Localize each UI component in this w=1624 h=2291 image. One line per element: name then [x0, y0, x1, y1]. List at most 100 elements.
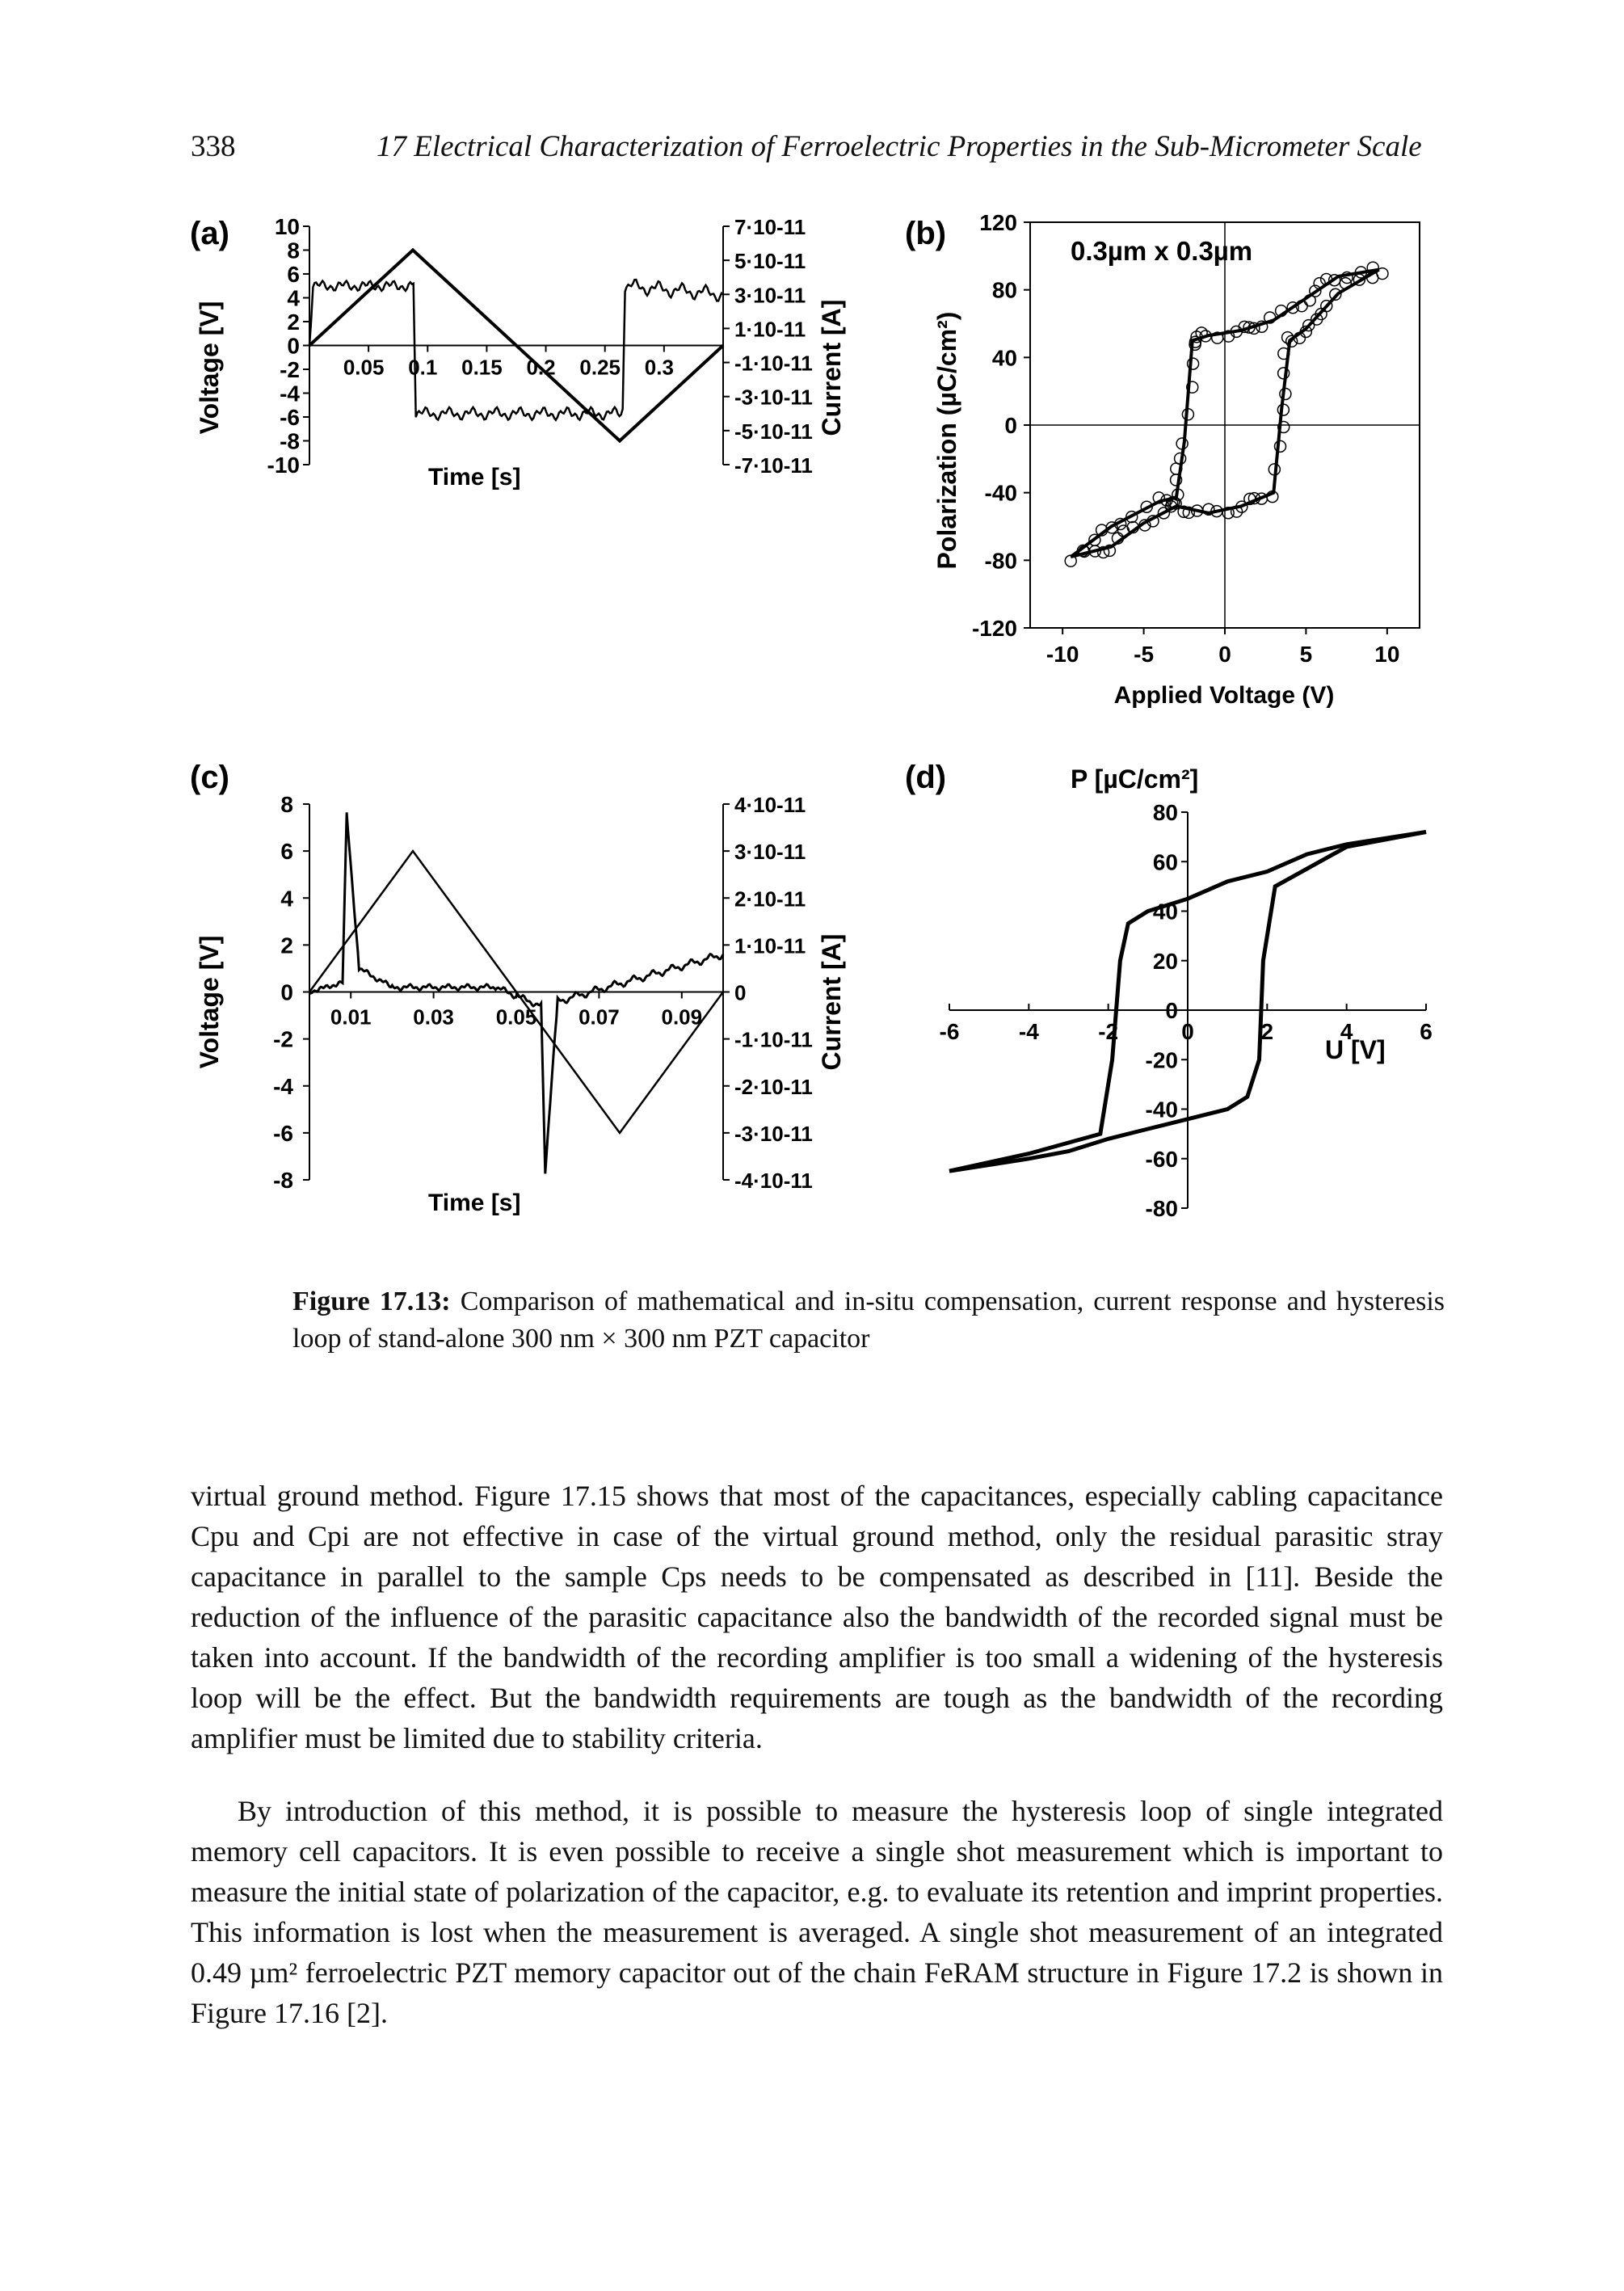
- panel-b-data-point: [1274, 304, 1288, 318]
- panel-b-x-tick-label: -10: [1046, 642, 1079, 667]
- panel-a-x-tick-label: 0.05: [343, 356, 385, 380]
- panel-a-ylabel-right: Current [A]: [817, 300, 846, 436]
- panel-c-x-tick-label: 0.01: [330, 1005, 372, 1030]
- panel-c-right-tick-label: 3·10-11: [734, 840, 806, 864]
- panel-b-label: (b): [905, 216, 946, 251]
- panel-c-right-tick-label: -2·10-11: [734, 1075, 813, 1099]
- panel-b-data-point: [1247, 322, 1260, 335]
- panel-b-data-point: [1189, 335, 1202, 348]
- panel-b-data-point: [1277, 347, 1290, 360]
- panel-b-x-tick-label: 0: [1218, 642, 1231, 667]
- panel-b-data-point: [1138, 519, 1151, 532]
- panel-a-right-tick-label: -1·10-11: [734, 352, 813, 376]
- panel-b-data-point: [1309, 284, 1322, 297]
- panel-d-xlabel: U [V]: [1325, 1035, 1386, 1064]
- panel-b-data-point: [1319, 272, 1333, 286]
- panel-b-data-point: [1263, 311, 1277, 324]
- panel-c-left-tick-label: 2: [280, 933, 293, 958]
- panel-c-right-tick-label: 4·10-11: [734, 793, 806, 817]
- panel-b-data-point: [1310, 313, 1323, 326]
- panel-b-data-point: [1190, 504, 1204, 517]
- panel-c-label: (c): [190, 760, 229, 795]
- panel-b-data-point: [1111, 532, 1125, 545]
- panel-b-data-point: [1230, 505, 1243, 518]
- panel-b-y-tick-label: 0: [1004, 413, 1017, 438]
- panel-c-right-ticks: 4·10-113·10-112·10-111·10-110-1·10-11-2·…: [723, 793, 813, 1193]
- panel-c-left-tick-label: -6: [273, 1121, 293, 1146]
- panel-d-ylabel: P [µC/cm²]: [1071, 764, 1198, 794]
- panel-b-data-point: [1186, 357, 1200, 370]
- panel-b-series: [1064, 261, 1389, 567]
- panel-a-current-line: [308, 278, 724, 422]
- panel-a-left-tick-label: -4: [280, 381, 300, 406]
- panel-b-x-tick-label: -5: [1134, 642, 1154, 667]
- panel-a-right-tick-label: 1·10-11: [734, 317, 806, 341]
- panel-b-data-point: [1113, 517, 1127, 531]
- panel-b-data-point: [1105, 521, 1118, 534]
- panel-b-title: 0.3µm x 0.3µm: [1071, 236, 1252, 266]
- panel-a-right-tick-label: -7·10-11: [734, 453, 813, 478]
- panel-b-data-point: [1329, 288, 1342, 301]
- panel-c-xlabel: Time [s]: [428, 1190, 520, 1216]
- panel-c-right-tick-label: -4·10-11: [734, 1169, 813, 1193]
- panel-a-left-tick-label: 4: [287, 286, 300, 311]
- panel-a-x-tick-label: 0.25: [579, 356, 621, 380]
- panel-c-left-tick-label: 6: [280, 839, 293, 864]
- panel-a-left-tick-label: -6: [280, 405, 300, 430]
- panel-c-right-tick-label: 1·10-11: [734, 933, 806, 958]
- panel-b-y-tick-label: 40: [992, 345, 1017, 370]
- panel-c-left-tick-label: -8: [273, 1168, 293, 1193]
- caption-text: Comparison of mathematical and in-situ c…: [292, 1287, 1445, 1354]
- panel-c-x-tick-label: 0.09: [661, 1005, 702, 1030]
- panel-b-data-point: [1277, 403, 1290, 416]
- panel-a-right-tick-label: 3·10-11: [734, 283, 806, 307]
- panel-b-data-point: [1302, 318, 1315, 332]
- panel-c-left-tick-label: 4: [280, 886, 293, 911]
- panel-b-data-point: [1277, 367, 1290, 380]
- panel-b-axes: [1029, 221, 1420, 629]
- panel-b-data-point: [1238, 320, 1252, 334]
- panel-c-x-tick-label: 0.05: [496, 1005, 537, 1030]
- panel-b-data-point: [1339, 276, 1353, 290]
- panel-b-y-tick-label: -40: [985, 481, 1017, 506]
- panel-d-y-tick-label: -80: [1146, 1196, 1178, 1221]
- panel-b-data-point: [1195, 326, 1208, 339]
- panel-d-y-tick-label: -40: [1146, 1097, 1178, 1122]
- panel-d-y-tick-label: -60: [1146, 1147, 1178, 1172]
- panel-b-data-point: [1096, 545, 1110, 559]
- panel-b-data-point: [1268, 463, 1281, 476]
- panel-b-data-point: [1313, 276, 1326, 290]
- panel-a-right-tick-label: 5·10-11: [734, 249, 806, 273]
- body-paragraph-1: virtual ground method. Figure 17.15 show…: [191, 1480, 1443, 1754]
- panel-b-ylabel: Polarization (µC/cm²): [932, 312, 961, 570]
- panel-d-y-tick-label: 80: [1153, 800, 1178, 825]
- panel-b-y-tick-label: -80: [985, 548, 1017, 573]
- panel-c-right-tick-label: 2·10-11: [734, 886, 806, 911]
- panel-b-data-point: [1243, 321, 1256, 334]
- panel-a-right-ticks: 7·10-115·10-113·10-111·10-11-1·10-11-3·1…: [723, 215, 813, 478]
- panel-b-x-tick-label: 10: [1374, 642, 1399, 667]
- panel-c-voltage-line: [308, 849, 725, 1135]
- panel-b-y-tick-label: 120: [979, 210, 1017, 235]
- panel-a-right-tick-label: -5·10-11: [734, 419, 813, 444]
- panel-b-data-point: [1210, 504, 1223, 518]
- running-header: 338 17 Electrical Characterization of Fe…: [191, 129, 1443, 178]
- panel-c-x-tick-label: 0.07: [578, 1005, 620, 1030]
- panel-d-loop-branch: [949, 830, 1427, 1173]
- panel-a-left-tick-label: 8: [287, 238, 300, 263]
- panel-b-data-point: [1182, 506, 1196, 520]
- caption-label: Figure 17.13:: [292, 1287, 451, 1316]
- panel-d-x-tick-label: 2: [1261, 1019, 1274, 1044]
- panel-a-x-tick-label: 0.1: [408, 356, 437, 380]
- panel-a-x-tick-label: 0.3: [645, 356, 674, 380]
- panel-d-y-tick-label: 0: [1165, 998, 1178, 1023]
- panel-b-data-point: [1177, 505, 1190, 519]
